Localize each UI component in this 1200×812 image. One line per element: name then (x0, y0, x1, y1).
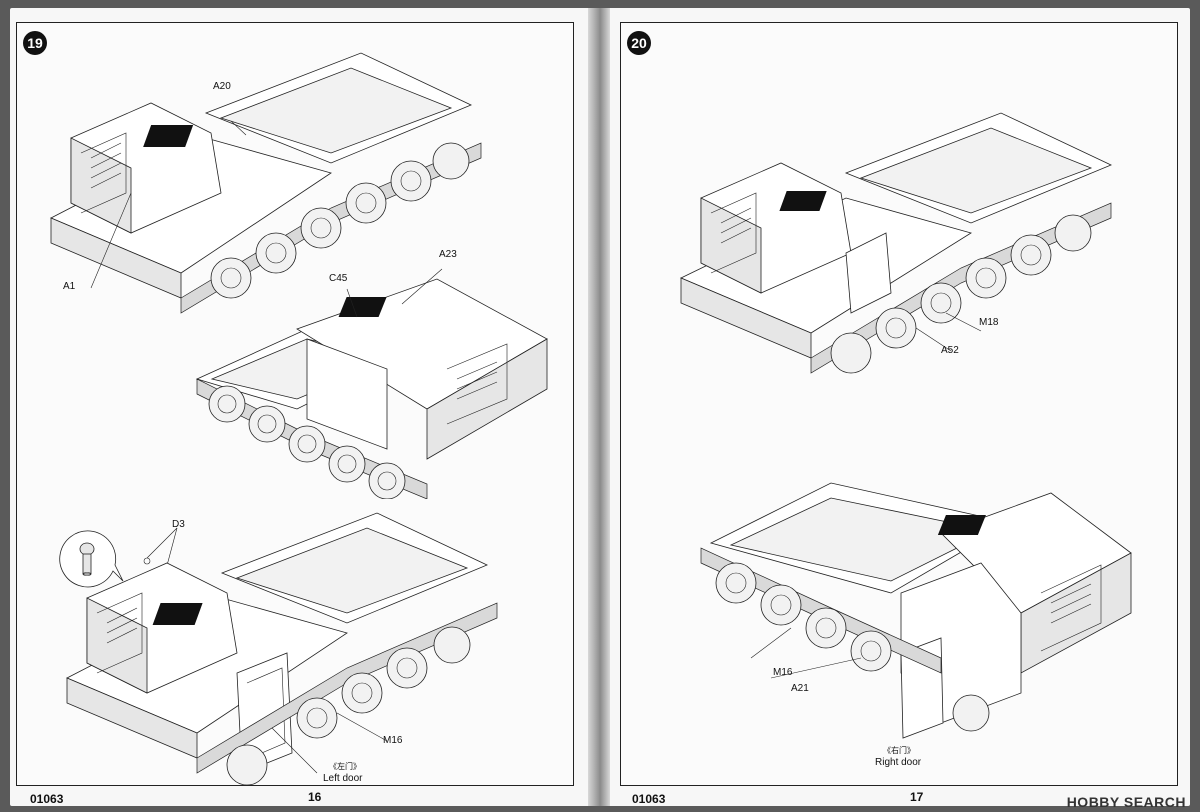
product-code-left: 01063 (30, 792, 64, 806)
label-c45: C45 (329, 273, 348, 284)
vehicle-illustration-bottom (700, 482, 1132, 739)
page-number-left: 16 (308, 790, 322, 804)
left-page-frame: 19 (16, 22, 574, 786)
label-left-door-cn: 《左门》 (329, 762, 361, 771)
label-left-door: Left door (323, 773, 363, 784)
label-d3: D3 (172, 519, 185, 530)
page-number-right: 17 (910, 790, 924, 804)
right-page-frame: 20 (620, 22, 1178, 786)
vehicle-illustration-top (680, 112, 1112, 374)
label-a1: A1 (63, 281, 76, 292)
label-m16: M16 (773, 667, 793, 678)
vehicle-illustration-top (50, 52, 482, 314)
left-page: 19 (10, 8, 588, 806)
label-right-door-cn: 《右门》 (883, 746, 915, 755)
label-m18: M18 (979, 317, 999, 328)
label-a21: A21 (791, 683, 809, 694)
right-page: 20 (610, 8, 1190, 806)
watermark: HOBBY SEARCH (1066, 794, 1186, 810)
vehicle-illustration-middle (195, 268, 548, 499)
product-code-right: 01063 (632, 792, 666, 806)
step-number-badge: 19 (23, 31, 47, 55)
step-number-badge: 20 (627, 31, 651, 55)
label-a23: A23 (439, 249, 457, 260)
vehicle-illustration-bottom (66, 512, 498, 786)
label-m16: M16 (383, 735, 403, 746)
label-a52: A52 (941, 345, 959, 356)
book-gutter (588, 8, 610, 806)
label-a20: A20 (213, 81, 231, 92)
detail-callout-bubble (59, 530, 124, 588)
label-right-door: Right door (875, 757, 922, 768)
